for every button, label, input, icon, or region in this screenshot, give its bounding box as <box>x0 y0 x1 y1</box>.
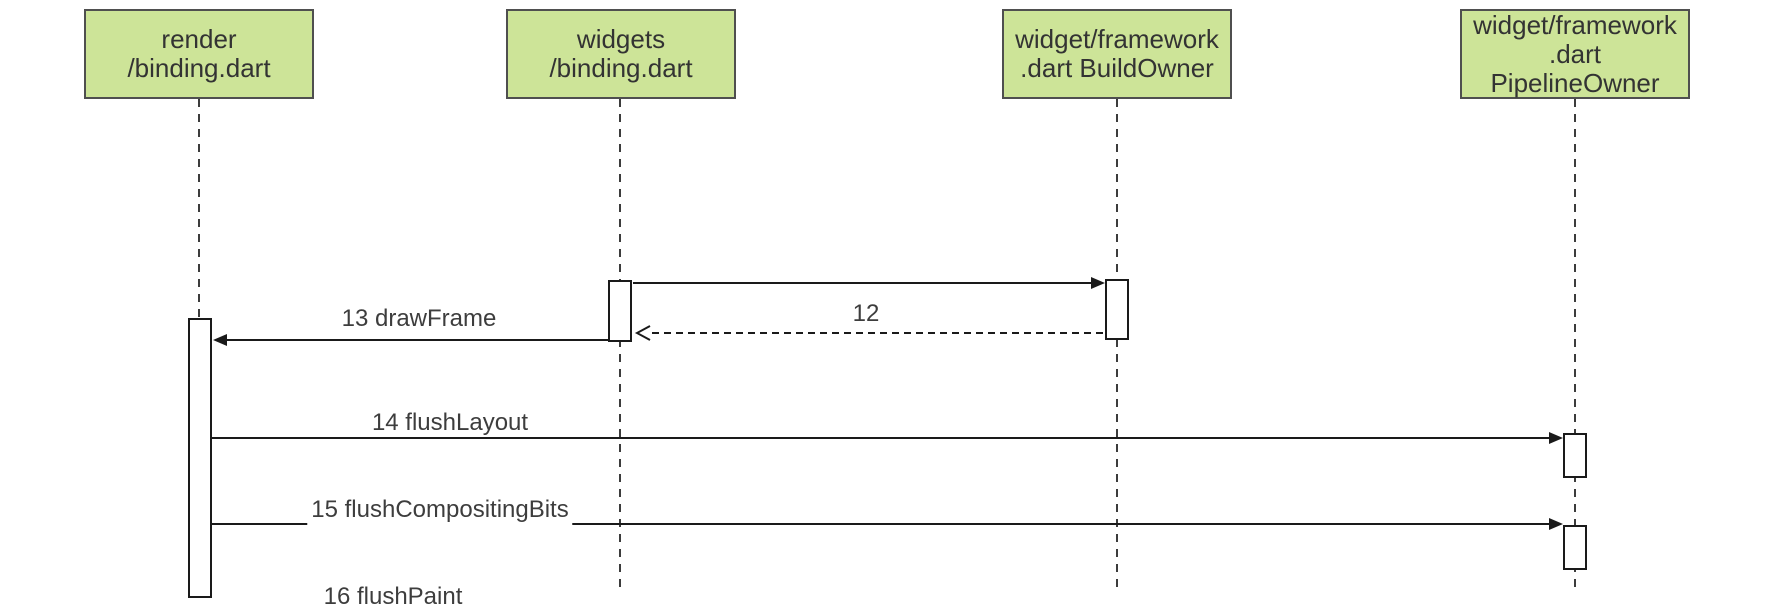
message-line-12 <box>633 282 1091 284</box>
arrowhead-right-icon <box>1091 277 1105 289</box>
actor-box-widgets-binding: widgets /binding.dart <box>506 9 736 99</box>
actor-box-pipeline-owner: widget/framework .dart PipelineOwner <box>1460 9 1690 99</box>
lifeline-widgets-binding <box>619 99 621 590</box>
actor-label-line: .dart BuildOwner <box>1020 53 1214 83</box>
activation-bar-build-owner <box>1105 279 1129 340</box>
actor-label-line: widgets <box>576 24 666 54</box>
activation-bar-pipeline-owner-layout <box>1563 433 1587 478</box>
actor-box-render-binding: render /binding.dart <box>84 9 314 99</box>
message-line-14 <box>212 437 1549 439</box>
activation-bar-render <box>188 318 212 598</box>
sequence-diagram-canvas: render /binding.dart widgets /binding.da… <box>84 9 1690 610</box>
message-label-16: 16 flushPaint <box>319 584 467 610</box>
actor-label-line: /binding.dart <box>549 53 693 83</box>
message-label-12: 12 <box>848 301 884 327</box>
lifeline-pipeline-owner <box>1574 99 1576 590</box>
activation-bar-pipeline-owner-compositing <box>1563 525 1587 570</box>
arrowhead-left-icon <box>213 334 227 346</box>
actor-label-line: widget/framework <box>1015 24 1219 54</box>
arrowhead-right-icon <box>1549 432 1563 444</box>
message-line-13 <box>227 339 608 341</box>
message-label-15: 15 flushCompositingBits <box>307 497 573 529</box>
message-line-12-return <box>652 332 1105 334</box>
actor-label-line: .dart <box>1548 38 1602 69</box>
message-line-15 <box>212 523 1549 525</box>
actor-label-line: widget/framework <box>1473 9 1677 40</box>
actor-label-line: /binding.dart <box>127 53 271 83</box>
actor-label-line: PipelineOwner <box>1490 67 1660 98</box>
lifeline-build-owner <box>1116 99 1118 590</box>
message-label-13: 13 drawFrame <box>337 306 501 332</box>
actor-label-line: render <box>161 24 237 54</box>
message-label-14: 14 flushLayout <box>367 410 533 436</box>
arrowhead-open-left-icon <box>634 325 651 341</box>
arrowhead-right-icon <box>1549 518 1563 530</box>
actor-box-build-owner: widget/framework .dart BuildOwner <box>1002 9 1232 99</box>
activation-bar-widgets <box>608 280 632 342</box>
